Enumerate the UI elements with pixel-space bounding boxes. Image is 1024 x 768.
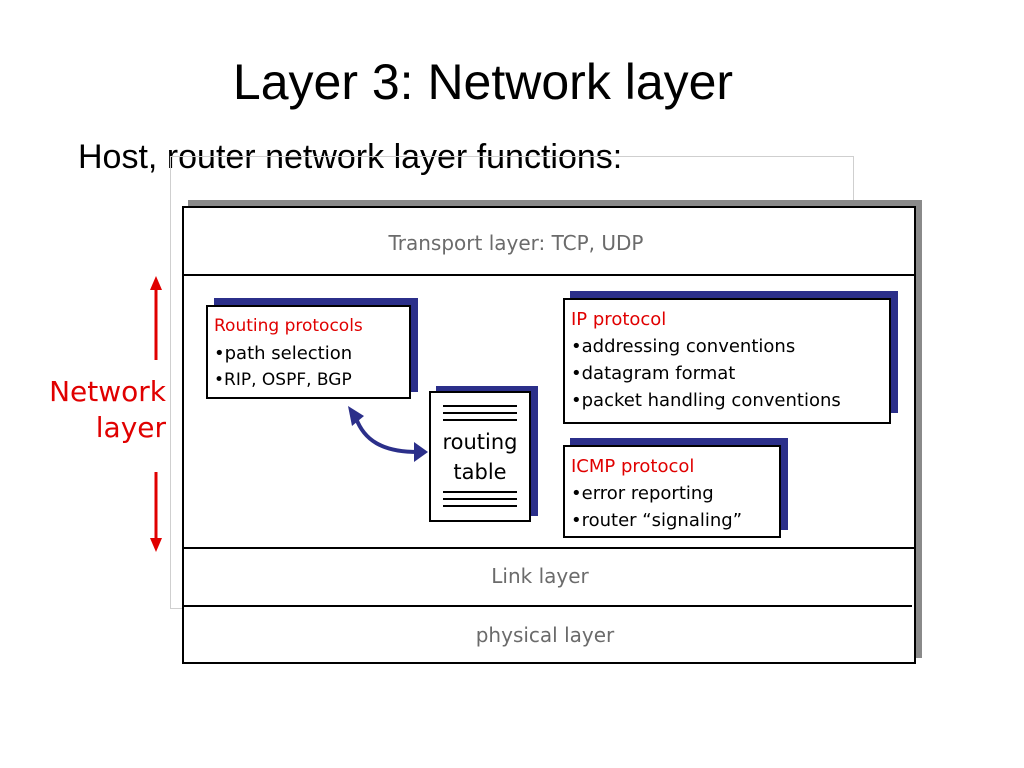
routing-protocols-box: Routing protocols •path selection •RIP, … xyxy=(206,305,411,399)
table-line xyxy=(443,498,517,500)
ip-protocol-heading: IP protocol xyxy=(571,309,667,330)
separator-transport xyxy=(182,274,916,276)
routing-table-label: routing xyxy=(442,430,518,454)
network-layer-label-line: Network xyxy=(49,375,166,408)
table-line xyxy=(443,419,517,421)
slide-subtitle: Host, router network layer functions: xyxy=(78,138,623,176)
layer-stack xyxy=(182,206,916,664)
routing-protocols-item: •path selection xyxy=(214,343,353,364)
icmp-protocol-heading: ICMP protocol xyxy=(571,456,695,477)
transport-layer-label: Transport layer: TCP, UDP xyxy=(388,231,644,255)
table-line xyxy=(443,412,517,414)
icmp-protocol-item: •error reporting xyxy=(571,483,714,504)
slide-title: Layer 3: Network layer xyxy=(232,54,734,110)
ip-protocol-item: •packet handling conventions xyxy=(571,390,841,411)
separator-physical xyxy=(182,605,912,607)
network-layer-label-line: layer xyxy=(95,411,166,444)
red-up-down-arrow-icon xyxy=(150,276,162,552)
ip-protocol-item: •addressing conventions xyxy=(571,336,796,357)
link-layer-label: Link layer xyxy=(491,564,589,588)
routing-table-label: table xyxy=(453,460,507,484)
routing-protocols-heading: Routing protocols xyxy=(214,316,363,336)
separator-link xyxy=(182,547,916,549)
physical-layer-label: physical layer xyxy=(475,623,615,647)
table-line xyxy=(443,491,517,493)
routing-protocols-item: •RIP, OSPF, BGP xyxy=(214,370,352,390)
icmp-protocol-item: •router “signaling” xyxy=(571,510,743,531)
table-line xyxy=(443,405,517,407)
ip-protocol-item: •datagram format xyxy=(571,363,736,384)
icmp-protocol-box: ICMP protocol •error reporting •router “… xyxy=(563,445,781,538)
ip-protocol-box: IP protocol •addressing conventions •dat… xyxy=(563,298,891,424)
routing-table-box: routing table xyxy=(429,391,531,522)
double-headed-curved-arrow-icon xyxy=(348,406,428,462)
network-layer-label: Network layer xyxy=(20,374,166,446)
table-line xyxy=(443,505,517,507)
